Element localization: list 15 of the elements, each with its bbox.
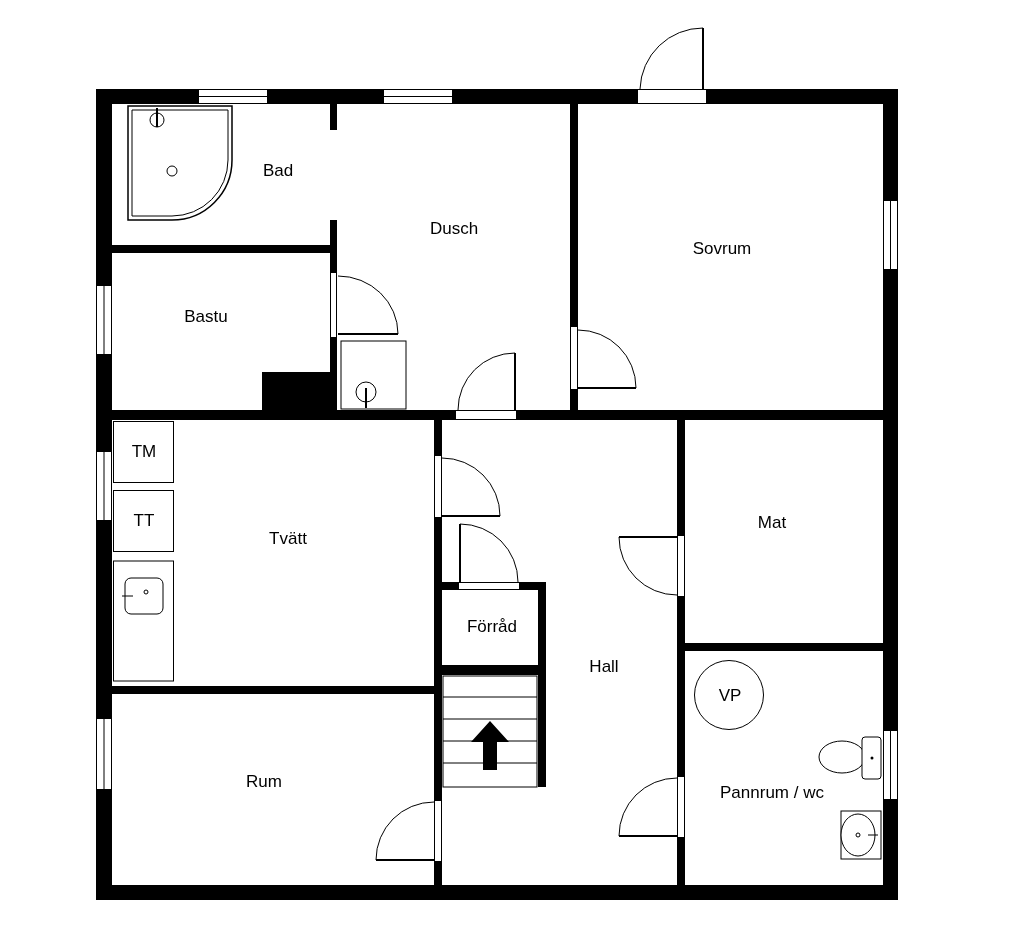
room-label: Sovrum — [692, 239, 752, 259]
room-label: Tvätt — [269, 529, 307, 549]
appliance-box — [113, 490, 174, 552]
appliance-label: TT — [133, 511, 155, 531]
room-label: Rum — [246, 772, 282, 792]
room-label: Pannrum / wc — [720, 783, 824, 803]
heat-pump-label: VP — [718, 686, 742, 706]
room-label: Hall — [589, 657, 619, 677]
appliance-label: TM — [131, 442, 157, 462]
room-label: Förråd — [466, 617, 518, 637]
room-label: Bad — [262, 161, 294, 181]
room-label: Dusch — [429, 219, 479, 239]
room-label: Mat — [757, 513, 787, 533]
room-label: Bastu — [184, 307, 228, 327]
appliance-box — [113, 421, 174, 483]
